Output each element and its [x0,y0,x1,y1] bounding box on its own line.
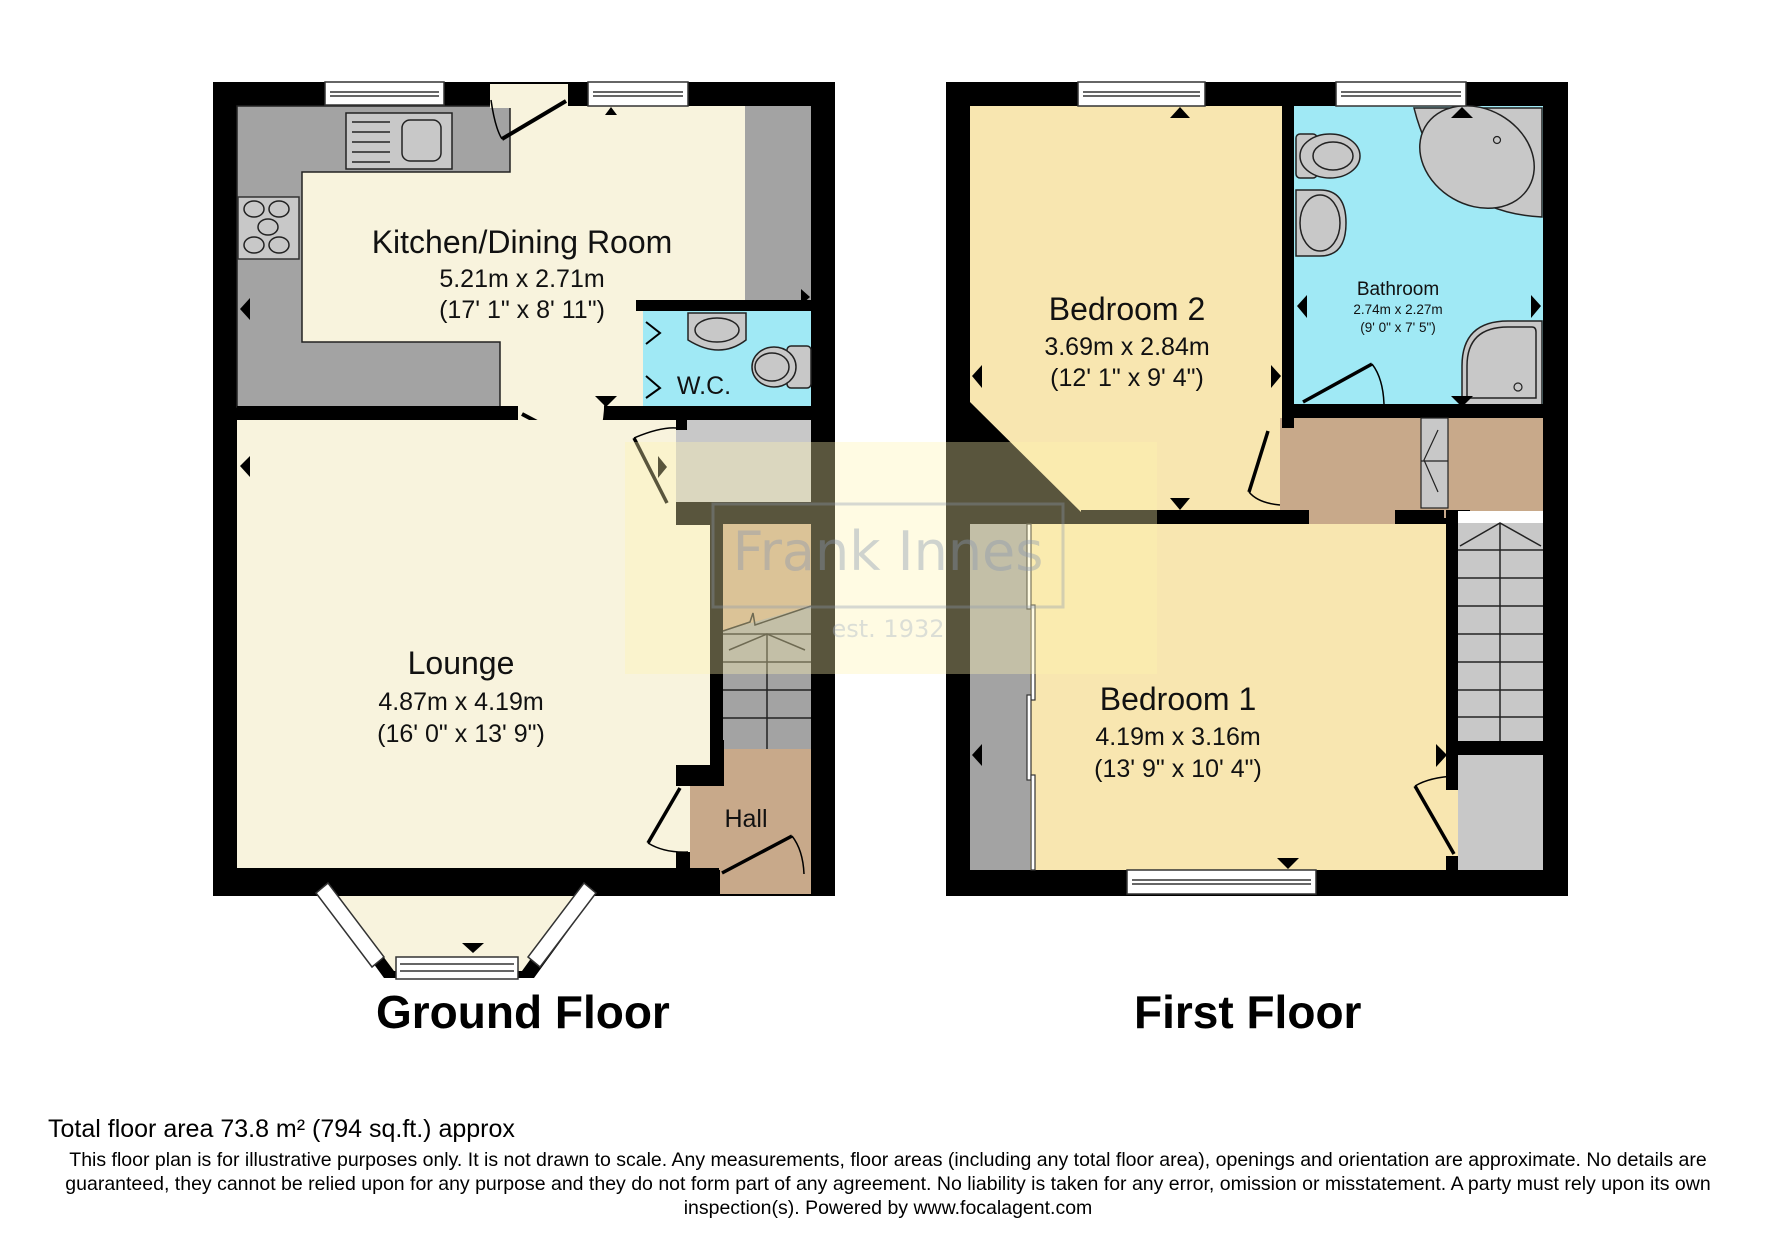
ground-floor-plan: Kitchen/Dining Room 5.21m x 2.71m (17' 1… [213,81,835,980]
window-icon [1126,869,1317,895]
watermark-logo: Frank Innes est. 1932 [625,442,1157,674]
stairs-arrow-icon [1458,522,1543,741]
room-name: Kitchen/Dining Room [372,224,673,260]
door-swing-icon [632,427,677,504]
window-icon [1335,81,1467,107]
room-imperial: (13' 9" x 10' 4") [1094,755,1262,783]
room-name: Hall [724,805,767,833]
bath-icon [1413,104,1543,218]
room-metric: 3.69m x 2.84m [1044,333,1209,361]
sink-icon [345,112,453,170]
disclaimer-text: This floor plan is for illustrative purp… [65,1149,1711,1219]
room-metric: 2.74m x 2.27m [1353,302,1442,317]
room-name: W.C. [677,372,731,400]
room-imperial: (9' 0" x 7' 5") [1360,320,1436,335]
room-name: Lounge [408,645,515,681]
room-name: Bedroom 1 [1100,681,1257,717]
cupboard [1458,755,1543,870]
wardrobe-doors [1026,523,1036,871]
stairs-arrow-icon [722,605,812,749]
door-swing-icon [646,787,805,875]
room-metric: 5.21m x 2.71m [439,265,604,293]
kitchen-worktop-right [745,106,811,301]
bedroom-1-floor [970,524,1448,870]
wardrobe [970,524,1030,870]
window-icon [1077,81,1206,107]
hob-icon [237,196,300,260]
door-swing-icon [1413,775,1457,855]
floor-title-first: First Floor [1134,986,1362,1038]
lounge-floor [237,420,710,978]
shower-icon [1461,320,1543,406]
door-swing-icon [490,99,568,141]
total-floor-area: Total floor area 73.8 m² (794 sq.ft.) ap… [48,1115,515,1143]
room-metric: 4.19m x 3.16m [1095,723,1260,751]
door-swing-icon [1247,430,1281,506]
basin-icon [1295,189,1347,257]
bedroom-2-floor [970,106,1282,512]
bay-window-icon [314,881,598,980]
window-icon [587,81,689,107]
room-imperial: (16' 0" x 13' 9") [377,720,545,748]
landing-floor [1280,418,1543,518]
room-imperial: (17' 1" x 8' 11") [439,296,605,324]
toilet-icon [687,312,812,389]
room-imperial: (12' 1" x 9' 4") [1050,364,1204,392]
first-floor-plan: Bedroom 2 3.69m x 2.84m (12' 1" x 9' 4")… [946,81,1568,896]
floor-title-ground: Ground Floor [376,986,670,1038]
watermark-brand: Frank Innes [733,520,1044,583]
door-swing-icon [1302,362,1385,405]
window-icon [324,81,445,106]
watermark-tagline: est. 1932 [831,615,944,643]
room-metric: 4.87m x 4.19m [378,688,543,716]
toilet-icon [1295,133,1361,179]
room-name: Bathroom [1357,279,1439,300]
room-name: Bedroom 2 [1049,291,1206,327]
